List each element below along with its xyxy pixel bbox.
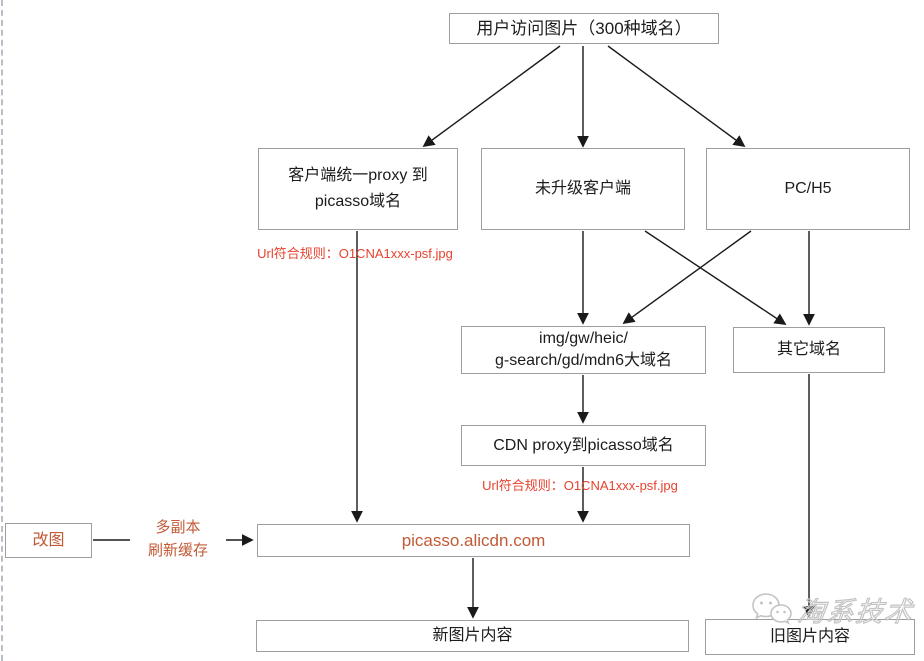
node-not-upgraded-client: 未升级客户端 (481, 148, 685, 230)
node-img-big-domains: img/gw/heic/ g-search/gd/mdn6大域名 (461, 326, 706, 374)
refresh-cache-label: 多副本 刷新缓存 (130, 516, 226, 562)
arrow-not-upgraded-to-other-domains (644, 230, 787, 325)
left-dashed-border (1, 0, 3, 661)
node-label: 旧图片内容 (769, 628, 850, 645)
url-rule-annotation-2: Url符合规则：O1CNA1xxx-psf.jpg (482, 478, 678, 493)
node-new-image-content: 新图片内容 (256, 620, 689, 652)
node-label: 其它域名 (776, 341, 841, 358)
node-label-line2: picasso域名 (314, 193, 402, 210)
node-cdn-proxy: CDN proxy到picasso域名 (461, 425, 706, 466)
node-label: 未升级客户端 (534, 180, 631, 197)
node-label: PC/H5 (784, 180, 832, 197)
node-label: CDN proxy到picasso域名 (493, 436, 674, 454)
arrow-user-to-pc-h5 (607, 45, 746, 148)
refresh-label-line2: 刷新缓存 (147, 542, 208, 559)
node-picasso-alicdn: picasso.alicdn.com (257, 524, 690, 557)
node-other-domains: 其它域名 (733, 327, 885, 373)
node-label-line2: g-search/gd/mdn6大域名 (495, 352, 672, 369)
node-label: picasso.alicdn.com (401, 530, 546, 550)
node-client-proxy: 客户端统一proxy 到 picasso域名 (258, 148, 458, 230)
node-pc-h5: PC/H5 (706, 148, 910, 230)
node-label: 改图 (32, 531, 65, 549)
node-user-access: 用户访问图片（300种域名） (449, 13, 719, 44)
node-gaitu: 改图 (5, 523, 92, 558)
node-label-line1: 客户端统一proxy 到 (288, 167, 428, 184)
arrow-user-to-client-proxy (422, 45, 561, 148)
arrow-pc-h5-to-img-domains (622, 230, 752, 325)
url-rule-annotation-1: Url符合规则：O1CNA1xxx-psf.jpg (257, 246, 453, 261)
node-label-line1: img/gw/heic/ (539, 330, 628, 347)
node-label: 新图片内容 (432, 627, 513, 644)
node-old-image-content: 旧图片内容 (705, 619, 915, 655)
refresh-label-line1: 多副本 (155, 519, 201, 536)
node-label: 用户访问图片（300种域名） (476, 18, 692, 38)
